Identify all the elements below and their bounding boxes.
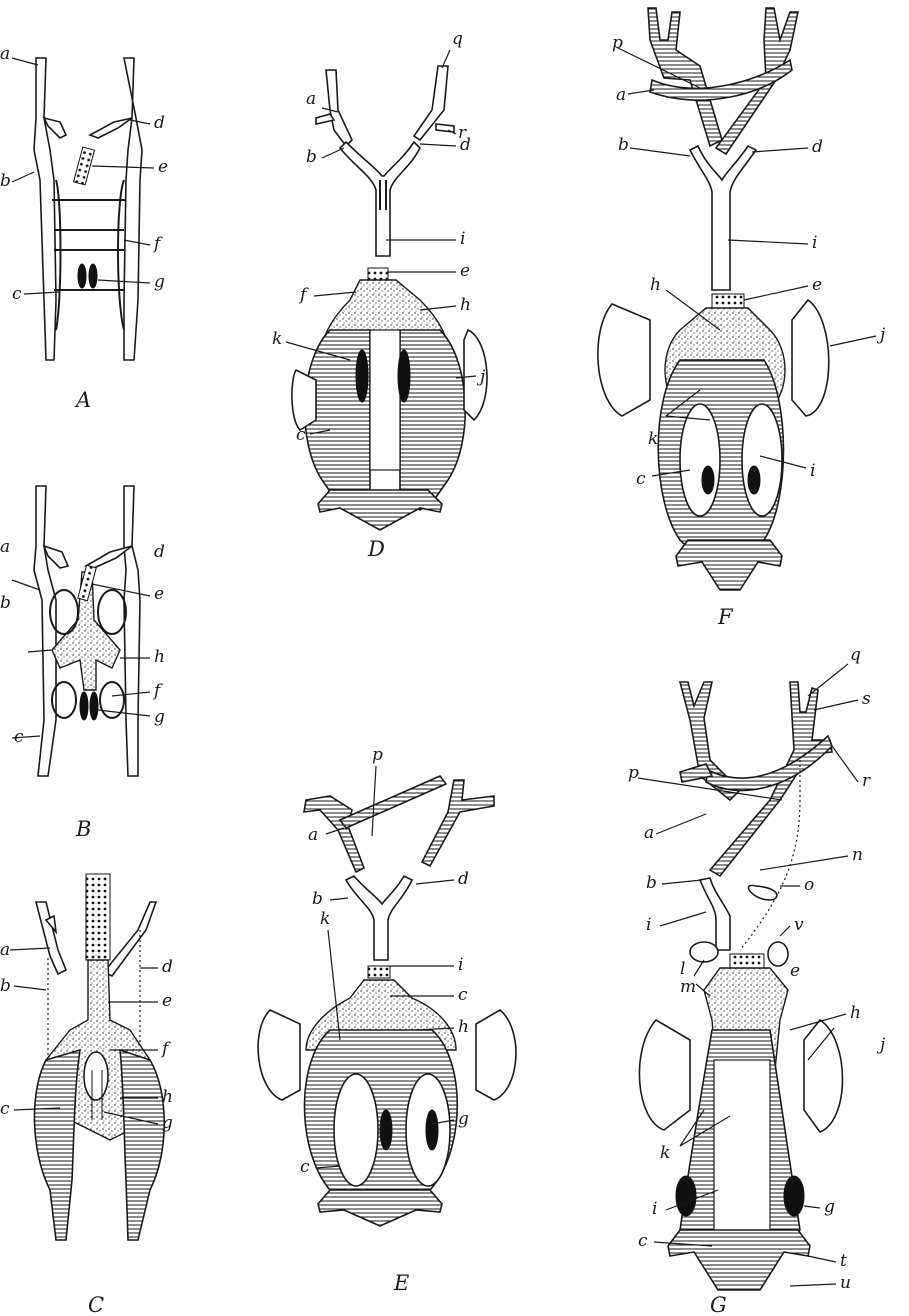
panel-b-caption: B (75, 817, 91, 841)
label-i: i (646, 915, 651, 935)
label-b: b (646, 873, 657, 893)
label-a: a (0, 537, 10, 557)
label-e: e (790, 961, 800, 981)
label-c: c (0, 1099, 10, 1119)
label-d: d (154, 542, 165, 562)
label-f: f (152, 681, 163, 701)
label-d: d (154, 113, 165, 133)
panel-d: a b k c q r d i e f h j D (272, 29, 487, 561)
label-s: s (862, 689, 871, 709)
label-d: d (460, 135, 471, 155)
label-c-upper: c (458, 985, 468, 1005)
label-i-lower: i (652, 1199, 657, 1219)
label-e: e (158, 157, 168, 177)
label-c: c (638, 1231, 648, 1251)
label-o: o (804, 875, 814, 895)
label-q: q (452, 29, 463, 49)
label-a: a (306, 89, 316, 109)
panel-g: q s p r a n b o i v l e m h j k i g c t … (628, 645, 886, 1316)
label-h: h (460, 295, 471, 315)
label-l: l (680, 959, 685, 979)
label-h: h (162, 1087, 173, 1107)
label-k: k (660, 1143, 670, 1163)
label-m: m (680, 977, 696, 997)
panel-f: p a b d i h e j k c i F (598, 8, 886, 629)
label-a: a (308, 825, 318, 845)
label-g: g (458, 1109, 469, 1129)
label-f: f (152, 234, 163, 254)
label-v: v (794, 915, 804, 935)
label-h: h (458, 1017, 469, 1037)
label-k: k (272, 329, 282, 349)
label-g: g (824, 1197, 835, 1217)
panel-e-caption: E (393, 1271, 409, 1295)
label-a: a (0, 940, 10, 960)
label-b: b (0, 976, 11, 996)
label-u: u (840, 1273, 851, 1293)
label-c: c (12, 284, 22, 304)
label-b: b (618, 135, 629, 155)
label-t: t (840, 1251, 847, 1271)
label-b: b (306, 147, 317, 167)
label-c: c (296, 425, 306, 445)
label-e: e (812, 275, 822, 295)
label-a: a (644, 823, 654, 843)
label-h: h (154, 647, 165, 667)
label-a: a (0, 44, 10, 64)
label-j: j (876, 1035, 886, 1055)
panel-g-caption: G (710, 1293, 727, 1316)
label-a: a (616, 85, 626, 105)
label-g: g (162, 1113, 173, 1133)
label-k: k (320, 909, 330, 929)
label-d: d (458, 869, 469, 889)
label-p: p (612, 33, 623, 53)
label-h: h (850, 1003, 861, 1023)
panel-c: a b c d e f h g C (0, 874, 173, 1316)
label-j: j (876, 325, 886, 345)
label-d: d (162, 957, 173, 977)
label-g: g (154, 707, 165, 727)
label-c: c (14, 727, 24, 747)
label-g: g (154, 272, 165, 292)
label-f: f (160, 1039, 171, 1059)
panel-a: a b c d e f g A (0, 44, 168, 412)
label-i: i (458, 955, 463, 975)
label-i-lower: i (810, 461, 815, 481)
panel-d-caption: D (367, 537, 385, 561)
panel-e: p a b k d i c h g c E (258, 745, 516, 1295)
label-q: q (850, 645, 861, 665)
label-c: c (300, 1157, 310, 1177)
label-h: h (650, 275, 661, 295)
label-i: i (460, 229, 465, 249)
label-d: d (812, 137, 823, 157)
label-k: k (648, 429, 658, 449)
label-c: c (636, 469, 646, 489)
label-p: p (628, 763, 639, 783)
label-e: e (162, 991, 172, 1011)
label-e: e (460, 261, 470, 281)
panel-a-caption: A (74, 388, 91, 412)
label-f: f (298, 285, 309, 305)
label-p: p (372, 745, 383, 765)
label-n: n (852, 845, 863, 865)
label-e: e (154, 584, 164, 604)
panel-c-caption: C (88, 1293, 104, 1316)
label-b: b (0, 593, 11, 613)
label-i: i (812, 233, 817, 253)
label-b: b (0, 171, 11, 191)
label-b: b (312, 889, 323, 909)
panel-f-caption: F (717, 605, 734, 629)
panel-b: a b c d e h f g B (0, 486, 165, 841)
label-r: r (862, 771, 871, 791)
